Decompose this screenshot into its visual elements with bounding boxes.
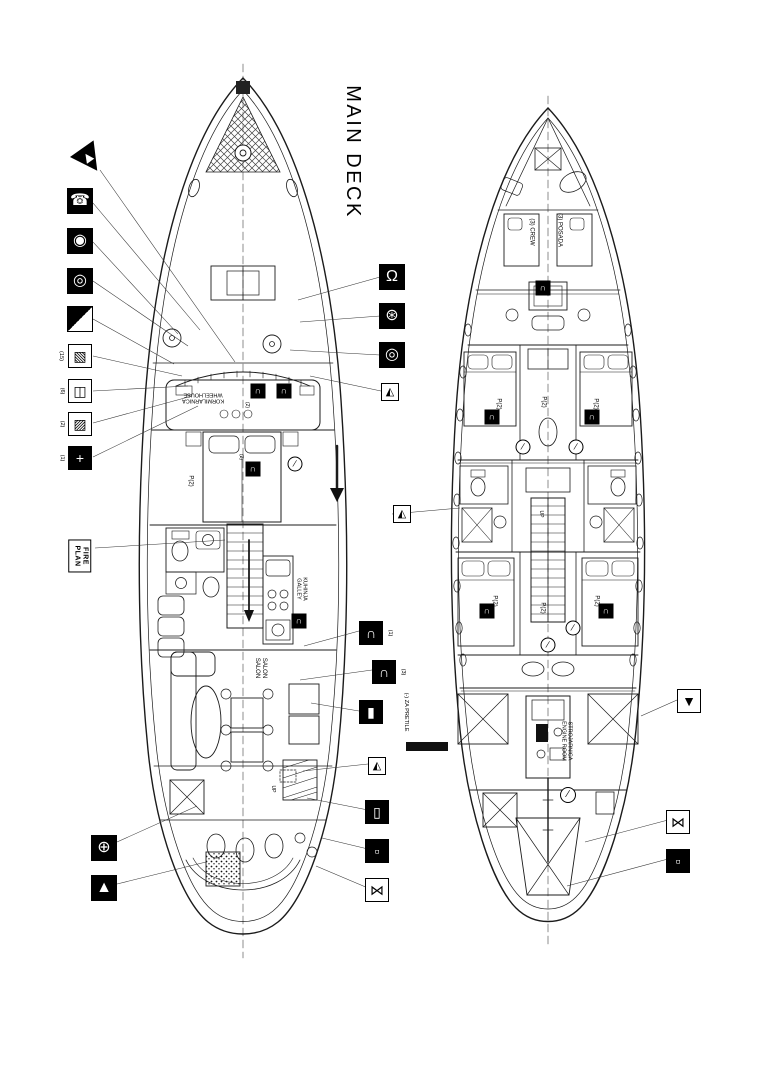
- shower: [461, 507, 493, 543]
- toilet: [171, 540, 189, 562]
- stern-table: [205, 851, 241, 887]
- hatch-box: [169, 779, 205, 815]
- sofa: [170, 651, 197, 771]
- hull-inner: [146, 89, 340, 922]
- bed: [579, 351, 633, 427]
- portholes: [452, 323, 644, 667]
- cleat: [286, 178, 298, 198]
- stairs-aft: [282, 759, 318, 801]
- generator: [595, 791, 615, 815]
- bathroom: [165, 527, 225, 573]
- main-deck-plan: [138, 63, 348, 959]
- sideboard: [288, 683, 320, 715]
- crew-bunk: [556, 213, 593, 267]
- crew-bunk: [503, 213, 540, 267]
- hull-outer: [138, 76, 348, 935]
- sink: [589, 515, 603, 529]
- windlass: [234, 144, 252, 162]
- galley-counter: [262, 555, 294, 645]
- cleat: [188, 178, 200, 198]
- section-bar: [406, 742, 448, 751]
- toilet: [202, 576, 220, 598]
- toilet: [470, 477, 486, 497]
- deck-winch: [262, 334, 282, 354]
- tank-starboard: [587, 693, 639, 745]
- salon-table: [190, 685, 222, 759]
- tank-port: [457, 693, 509, 745]
- bow-net: [205, 96, 281, 173]
- leader-lines: [92, 169, 678, 889]
- stool: [235, 837, 255, 863]
- dining-table: [230, 697, 264, 729]
- stern-bench: [185, 859, 301, 891]
- bed: [463, 351, 517, 427]
- stairs-main: [226, 523, 264, 629]
- windshield: [175, 371, 311, 387]
- hatch-box: [482, 792, 518, 828]
- bed: [581, 557, 639, 647]
- deck-winch: [162, 328, 182, 348]
- shower: [603, 507, 635, 543]
- hull-outer: [450, 106, 646, 923]
- sink: [202, 534, 214, 546]
- bed: [457, 557, 515, 647]
- stove-burner: [267, 589, 277, 599]
- toilet: [610, 477, 626, 497]
- bow-fitting: [236, 81, 250, 94]
- sink: [175, 577, 187, 589]
- lower-deck-plan: [406, 95, 646, 949]
- stool: [264, 833, 284, 859]
- sink: [493, 515, 507, 529]
